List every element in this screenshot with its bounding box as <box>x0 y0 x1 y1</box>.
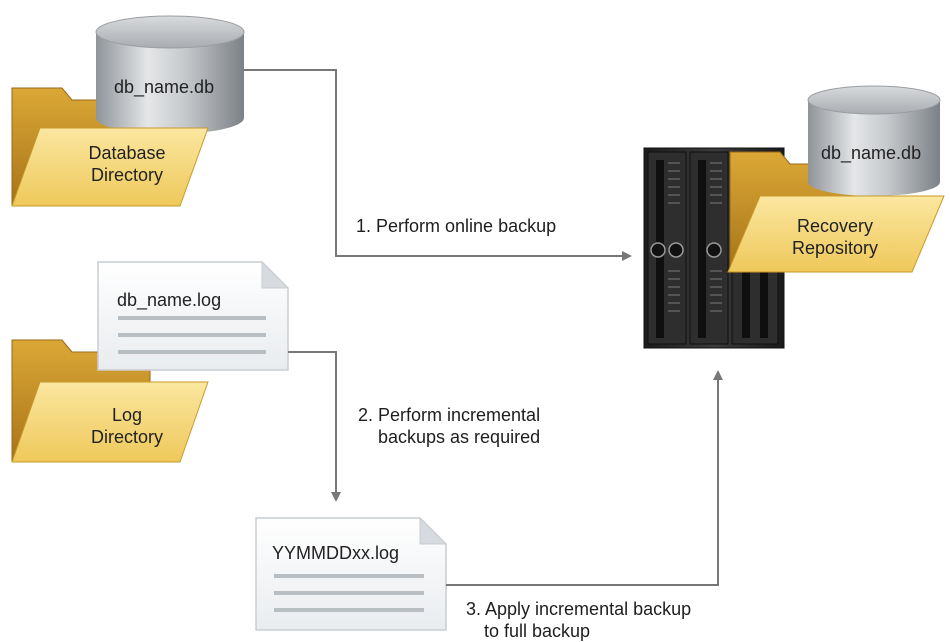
log-folder-label: Log Directory <box>62 404 192 448</box>
step1-label: 1. Perform online backup <box>356 216 557 236</box>
log-folder-label-line1: Log <box>111 405 143 425</box>
step3-label: 3. Apply incremental backup to full back… <box>466 598 691 642</box>
database-folder-label: Database Directory <box>62 142 192 186</box>
recovery-cylinder-icon <box>807 85 941 196</box>
arrow-incremental-backup <box>288 351 341 502</box>
step3-label-line2: to full backup <box>484 621 591 641</box>
database-folder-front <box>11 127 209 207</box>
log-folder-label-line2: Directory <box>90 427 163 447</box>
database-folder-label-line2: Directory <box>90 165 163 185</box>
log-file-label: db_name.log <box>117 290 222 310</box>
log-folder-front <box>11 381 209 463</box>
arrow-online-backup <box>244 69 632 261</box>
recovery-file-label: db_name.db <box>821 143 922 163</box>
database-folder-label-line1: Database <box>88 143 166 163</box>
step2-label-line2: backups as required <box>378 427 541 447</box>
incremental-document-icon <box>255 516 448 631</box>
step2-label: 2. Perform incremental backups as requir… <box>358 404 540 448</box>
log-directory-group <box>11 260 290 463</box>
step2-label-line1: 2. Perform incremental <box>358 405 541 425</box>
recovery-folder-label-line1: Recovery <box>796 216 874 236</box>
database-cylinder-icon <box>95 15 245 134</box>
recovery-folder-front <box>727 195 945 273</box>
arrow-apply-incremental <box>446 370 723 586</box>
database-directory-group <box>11 15 245 207</box>
recovery-folder-label-line2: Repository <box>791 238 879 258</box>
log-document-icon <box>97 260 290 371</box>
database-file-label: db_name.db <box>114 77 215 97</box>
step3-label-line1: 3. Apply incremental backup <box>466 599 692 619</box>
recovery-folder-label: Recovery Repository <box>770 215 900 259</box>
incremental-file-label: YYMMDDxx.log <box>272 543 400 563</box>
recovery-repository-group <box>727 85 945 273</box>
